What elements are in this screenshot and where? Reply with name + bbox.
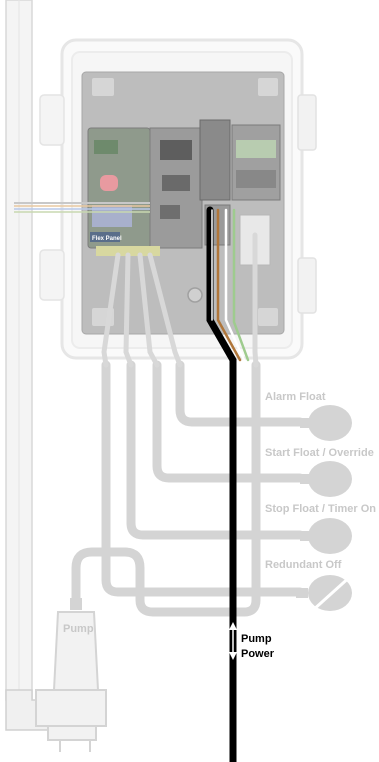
pump-power-label-line2: Power — [241, 648, 275, 660]
pump-power-cable — [206, 206, 250, 762]
discharge-pipe — [5, 0, 61, 731]
stop-float-label: Stop Float / Timer On — [265, 503, 376, 515]
alarm-float-cable — [175, 360, 305, 427]
alarm-float-switch — [300, 405, 352, 441]
float-cable-routes — [71, 360, 305, 617]
alarm-float-label: Alarm Float — [265, 391, 326, 403]
controller-circuit-board: Flex Panel — [87, 127, 203, 256]
panel-exit-wires — [101, 232, 259, 368]
start-float-switch — [300, 461, 352, 497]
ground-terminal — [187, 287, 203, 303]
start-float-cable — [152, 360, 305, 483]
pump-cable-loop — [71, 360, 261, 617]
stop-float-switch — [300, 518, 352, 554]
pump-power-label-line1: Pump — [241, 633, 272, 645]
pump-label: Pump — [63, 623, 94, 635]
stop-float-cable — [126, 360, 305, 540]
submersible-pump — [35, 598, 107, 752]
pump-power-arrow-icon — [229, 622, 237, 660]
redundant-off-float-switch — [296, 573, 354, 613]
start-float-label: Start Float / Override — [265, 447, 374, 459]
panel-badge: Flex Panel — [92, 236, 122, 242]
redundant-off-label: Redundant Off — [265, 559, 342, 571]
ribbon-cable — [14, 202, 150, 213]
redundant-off-cable — [101, 360, 305, 597]
